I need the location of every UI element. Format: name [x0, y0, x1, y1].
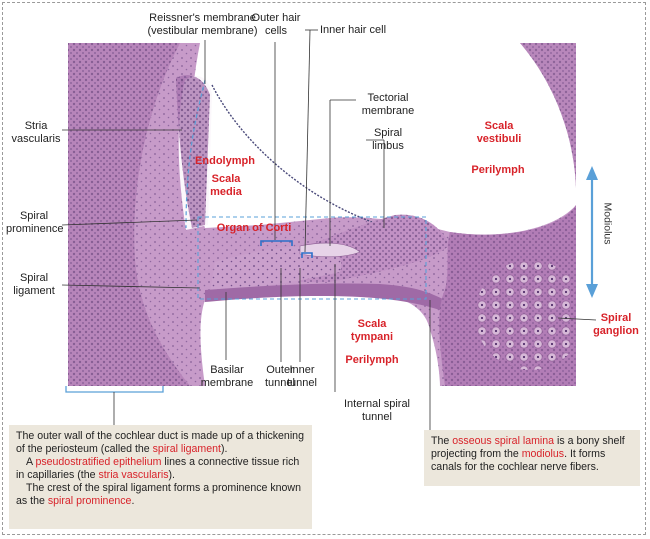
label-outer-tunnel: Outer tunnel	[265, 364, 295, 389]
label-inner-tunnel: Inner tunnel	[287, 364, 317, 389]
label-inner-hair-cell: Inner hair cell	[320, 24, 387, 36]
label-modiolus: Modiolus	[601, 202, 614, 245]
region-scala-vestibuli: Scala vestibuli	[476, 120, 522, 145]
region-organ-of-corti: Organ of Corti	[216, 222, 292, 234]
label-reissners-membrane: Reissner's membrane (vestibular membrane…	[147, 12, 258, 37]
region-scala-tympani: Scala tympani	[350, 318, 394, 343]
region-perilymph-upper: Perilymph	[471, 164, 525, 176]
label-tectorial-membrane: Tectorial membrane	[361, 92, 415, 117]
region-scala-media: Scala media	[210, 173, 242, 198]
label-outer-hair-cells: Outer hair cells	[251, 12, 301, 37]
label-spiral-limbus: Spiral limbus	[372, 127, 404, 152]
scala-vestibuli-cavity	[190, 43, 576, 235]
note-outer-wall: The outer wall of the cochlear duct is m…	[9, 425, 312, 529]
label-internal-spiral-tunnel: Internal spiral tunnel	[343, 398, 411, 423]
note-osseous-spiral-lamina: The osseous spiral lamina is a bony shel…	[424, 430, 640, 486]
label-stria-vascularis: Stria vascularis	[11, 120, 61, 145]
region-endolymph: Endolymph	[195, 155, 255, 167]
cochlear-duct-outline	[185, 79, 206, 229]
spiral-ganglion-cells	[475, 260, 576, 370]
modiolus-double-arrow	[586, 166, 598, 298]
organ-of-corti-box	[197, 216, 427, 300]
region-spiral-ganglion: Spiral ganglion	[593, 312, 639, 337]
region-perilymph-lower: Perilymph	[345, 354, 399, 366]
label-spiral-ligament: Spiral ligament	[13, 272, 55, 297]
spiral-ligament-bracket	[65, 386, 164, 393]
reissners-membrane-line	[211, 84, 373, 223]
outer-hair-cells-bracket	[260, 240, 293, 246]
label-spiral-prominence: Spiral prominence	[6, 210, 64, 235]
leader-lines	[61, 29, 597, 432]
label-basilar-membrane: Basilar membrane	[200, 364, 254, 389]
scala-tympani-cavity	[200, 291, 440, 386]
inner-hair-cell-bracket	[301, 252, 313, 258]
figure-frame	[2, 2, 646, 535]
